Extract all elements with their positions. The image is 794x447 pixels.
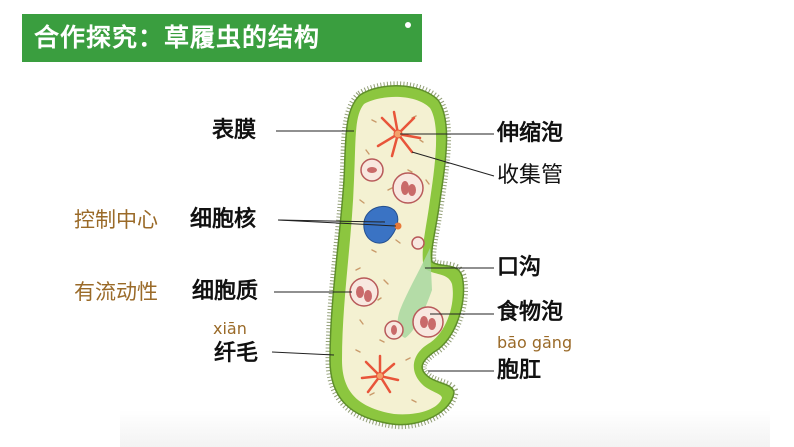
- label-shensuopao: 伸缩泡: [497, 121, 564, 146]
- oral-groove-shape: [397, 248, 432, 338]
- contractile-vacuole-bottom-center: [376, 372, 384, 380]
- leader-line-shoujiguan: [411, 151, 495, 177]
- note-youliudongxing: 有流动性: [74, 280, 158, 304]
- pinyin-baogang: bāo gāng: [497, 333, 573, 352]
- label-biaomo: 表膜: [212, 118, 257, 143]
- pinyin-xianmao: xiān: [213, 319, 247, 338]
- leader-line-xibaohe-b: [277, 219, 397, 227]
- label-shoujiguan: 收集管: [497, 163, 564, 188]
- label-xibaohe: 细胞核: [190, 207, 257, 232]
- label-baogang: 胞肛: [497, 358, 542, 383]
- leader-line-xibaohe-a: [277, 219, 386, 223]
- label-xianmao: 纤毛: [214, 341, 259, 366]
- page-title: 合作探究：草履虫的结构: [22, 14, 422, 62]
- label-kougou: 口沟: [497, 255, 542, 280]
- title-dot-decoration: [405, 22, 411, 28]
- leader-lines: [271, 130, 495, 372]
- label-shiwupao: 食物泡: [497, 300, 564, 325]
- label-xibaozhi: 细胞质: [192, 279, 259, 304]
- food-vacuole-contents: [356, 167, 436, 335]
- leader-line-xianmao: [271, 351, 335, 356]
- note-kongzhizhongxin: 控制中心: [74, 208, 158, 232]
- micronucleus: [394, 222, 402, 230]
- bottom-shadow-band: [120, 410, 770, 447]
